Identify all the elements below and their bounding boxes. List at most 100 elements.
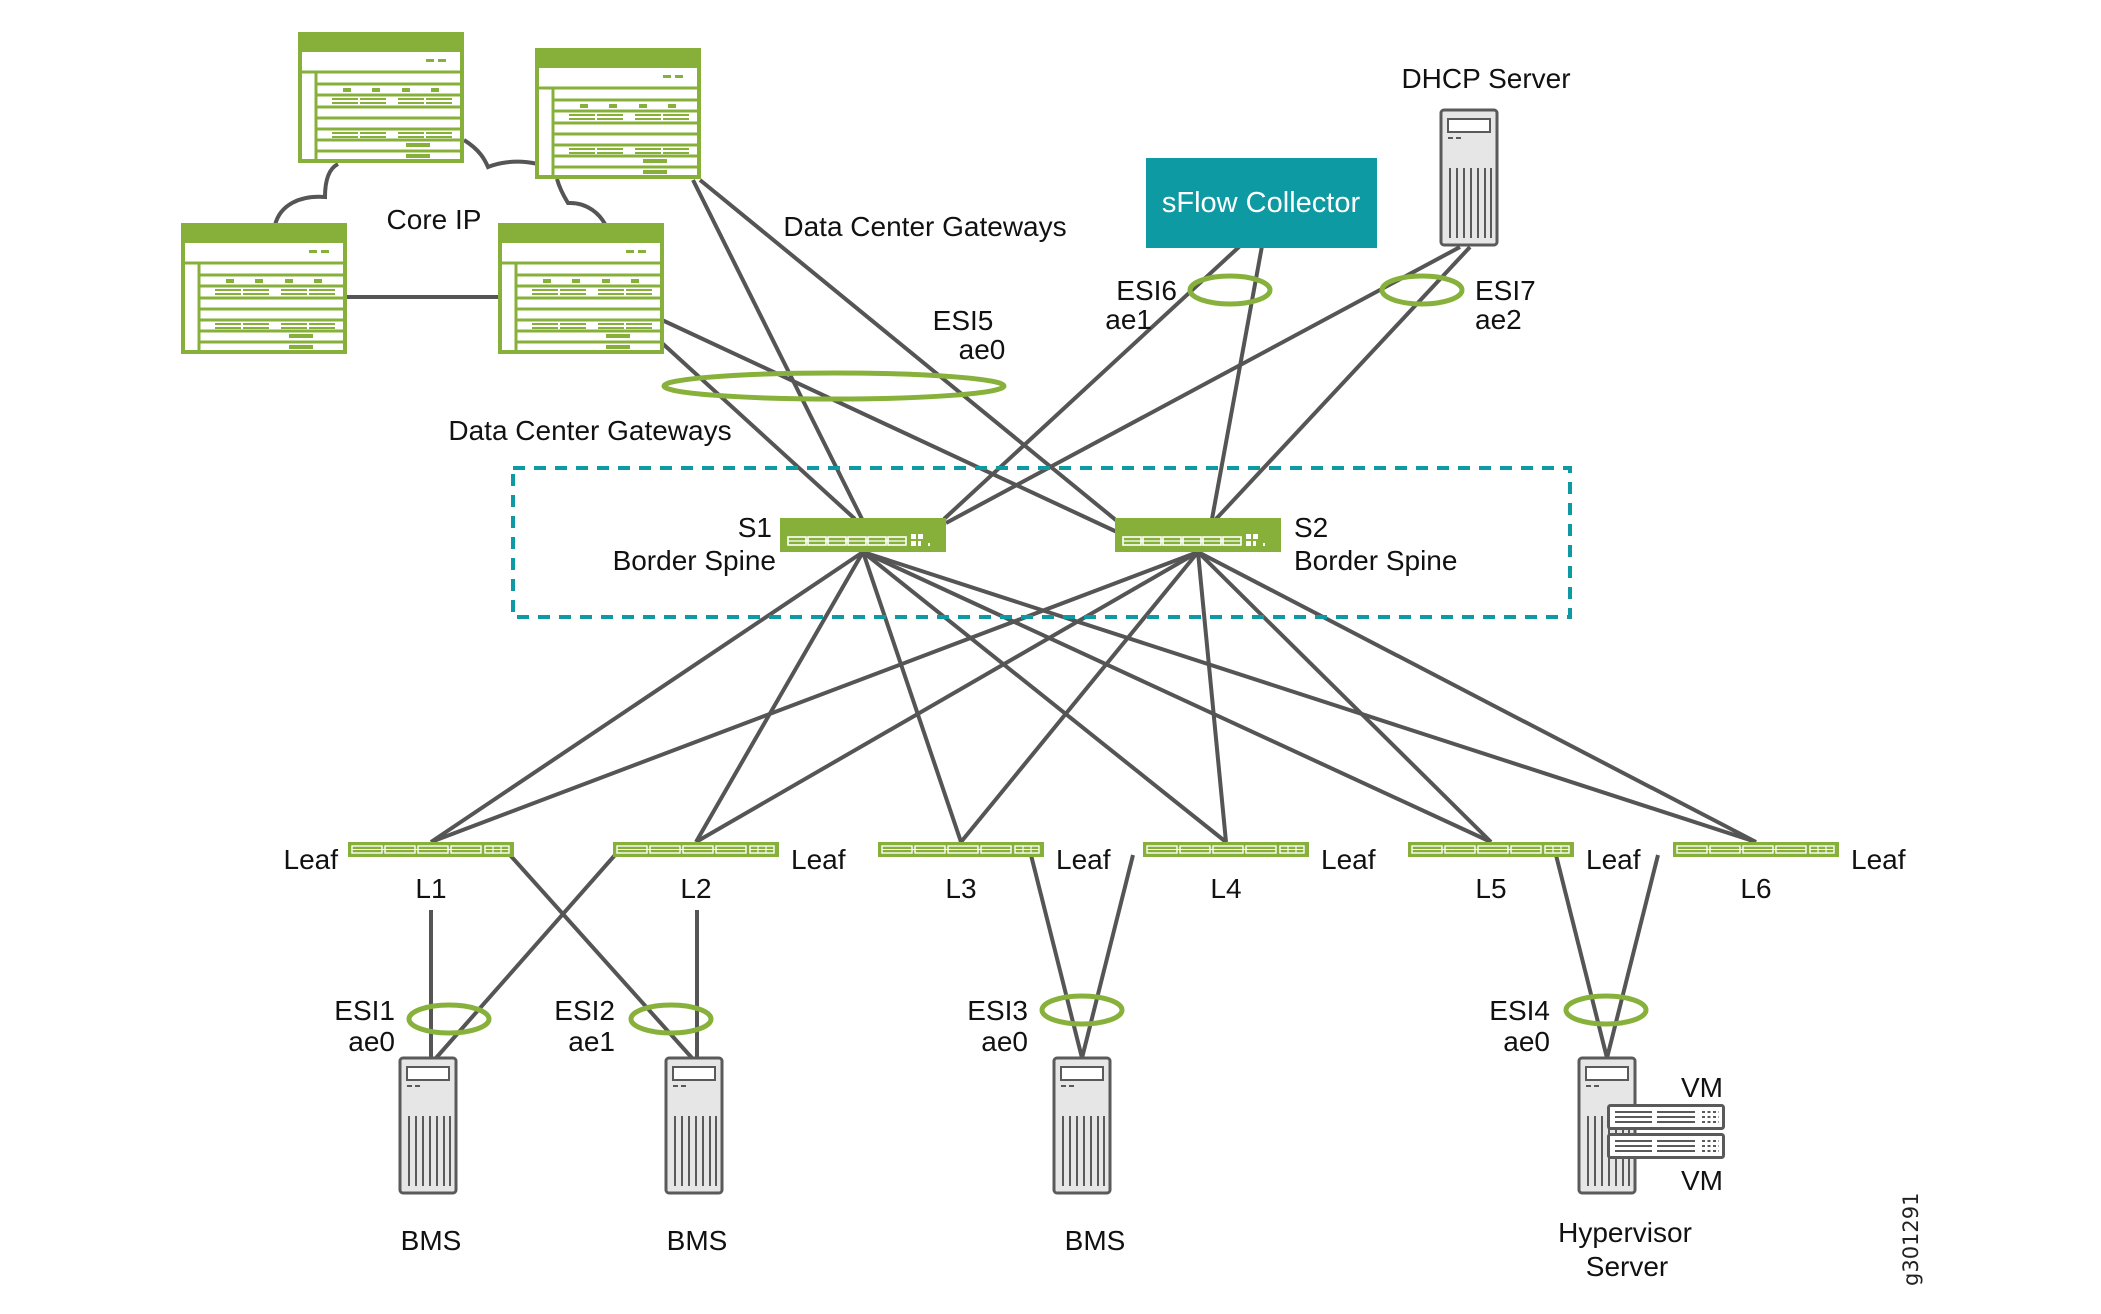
bms-server-3[interactable] xyxy=(1052,1056,1112,1195)
hypervisor-label-line2: Server xyxy=(1586,1251,1668,1282)
link-s2-l6 xyxy=(1197,550,1757,844)
bms-server-2-label: BMS xyxy=(667,1225,728,1256)
link-s2-l2 xyxy=(694,550,1200,844)
link-s2-l3 xyxy=(959,550,1200,844)
esi6-ring xyxy=(1187,273,1273,307)
leaf-l1-role: Leaf xyxy=(284,844,339,875)
dhcp-server-label: DHCP Server xyxy=(1401,63,1570,94)
sflow-collector[interactable]: sFlow Collector xyxy=(1146,158,1377,248)
dhcp-server[interactable] xyxy=(1439,108,1499,247)
esi1-name: ESI1 xyxy=(334,995,395,1026)
hypervisor-label-line1: Hypervisor xyxy=(1558,1217,1692,1248)
link-s1-l2 xyxy=(694,551,865,843)
leaf-l5-role: Leaf xyxy=(1586,844,1641,875)
vm-1[interactable] xyxy=(1607,1104,1725,1130)
esi4-name: ESI4 xyxy=(1489,995,1550,1026)
bms-server-2[interactable] xyxy=(664,1056,724,1195)
esi1-ring xyxy=(406,1002,492,1036)
spine-s1-id: S1 xyxy=(738,512,772,543)
leaf-l5-id: L5 xyxy=(1475,873,1506,904)
bms-server-1[interactable] xyxy=(398,1056,458,1195)
upper-links xyxy=(660,178,1472,534)
esi2-iface: ae1 xyxy=(568,1026,615,1057)
esi6-name: ESI6 xyxy=(1116,275,1177,306)
esi6-iface: ae1 xyxy=(1105,304,1152,335)
link-s2-l5 xyxy=(1196,550,1493,844)
dc-gateway-top[interactable] xyxy=(535,48,701,179)
esi5-ring xyxy=(661,370,1007,402)
link-dhcp-s1 xyxy=(945,245,1461,525)
leaf-l3-role: Leaf xyxy=(1056,844,1111,875)
esi5-iface: ae0 xyxy=(959,334,1006,365)
esi2-name: ESI2 xyxy=(554,995,615,1026)
leaf-l4[interactable] xyxy=(1142,841,1310,858)
leaf-l1[interactable] xyxy=(347,841,515,858)
leaf-l2[interactable] xyxy=(612,841,780,858)
esi3-name: ESI3 xyxy=(967,995,1028,1026)
leaf-l5[interactable] xyxy=(1407,841,1575,858)
esi1-iface: ae0 xyxy=(348,1026,395,1057)
link-sflow-s2 xyxy=(1210,245,1264,520)
link-gw4-s2 xyxy=(661,318,1118,534)
leaf-l6-id: L6 xyxy=(1740,873,1771,904)
link-l2-bms1 xyxy=(434,853,617,1060)
link-s1-l5 xyxy=(862,550,1492,844)
access-links xyxy=(429,853,1660,1060)
esi3-ring xyxy=(1039,993,1125,1027)
esi5-name: ESI5 xyxy=(933,305,994,336)
core-router-top[interactable] xyxy=(298,32,464,163)
spine-s2-role: Border Spine xyxy=(1294,545,1457,576)
vm-2[interactable] xyxy=(1607,1133,1725,1159)
link-gw4-s1 xyxy=(660,341,857,521)
link-l5-hyp xyxy=(1554,854,1609,1059)
figure-id: g301291 xyxy=(1899,1193,1923,1287)
link-s2-l1 xyxy=(430,550,1199,844)
leaf-l4-role: Leaf xyxy=(1321,844,1376,875)
leaf-l2-id: L2 xyxy=(680,873,711,904)
dc-gateways-label-top: Data Center Gateways xyxy=(783,211,1066,242)
esi3-iface: ae0 xyxy=(981,1026,1028,1057)
link-gw2-s1 xyxy=(691,179,864,520)
leaf-l2-role: Leaf xyxy=(791,844,846,875)
link-s1-l3 xyxy=(861,551,963,843)
esi7-ring xyxy=(1379,273,1465,307)
spine-s2[interactable] xyxy=(1114,517,1282,553)
link-dhcp-s2 xyxy=(1214,245,1472,521)
esi4-ring xyxy=(1563,993,1649,1027)
link-s1-l1 xyxy=(429,550,865,844)
link-l4-bms3 xyxy=(1080,854,1135,1059)
core-router-left[interactable] xyxy=(181,223,347,354)
leaf-l4-id: L4 xyxy=(1210,873,1241,904)
esi7-iface: ae2 xyxy=(1475,304,1522,335)
link-s1-l4 xyxy=(861,550,1228,844)
link-s2-l4 xyxy=(1196,551,1228,843)
link-gw2-s2 xyxy=(698,178,1130,532)
link-l3-bms3 xyxy=(1029,854,1084,1059)
leaf-l3[interactable] xyxy=(877,841,1045,858)
dc-gateway-bottom[interactable] xyxy=(498,223,664,354)
spine-s1-role: Border Spine xyxy=(613,545,776,576)
link-l1-bms2 xyxy=(508,853,694,1060)
vm-1-label: VM xyxy=(1681,1072,1723,1103)
esi2-ring xyxy=(628,1002,714,1036)
bms-server-1-label: BMS xyxy=(401,1225,462,1256)
link-s1-l6 xyxy=(862,550,1757,844)
vm-2-label: VM xyxy=(1681,1165,1723,1196)
leaf-l6[interactable] xyxy=(1672,841,1840,858)
sflow-collector-box[interactable] xyxy=(1146,158,1377,248)
border-spine-group xyxy=(511,466,1572,619)
spine-leaf-mesh xyxy=(429,550,1757,844)
sflow-collector-label: sFlow Collector xyxy=(1162,187,1361,219)
esi4-iface: ae0 xyxy=(1503,1026,1550,1057)
leaf-l3-id: L3 xyxy=(945,873,976,904)
link-l6-hyp xyxy=(1605,854,1660,1059)
esi7-name: ESI7 xyxy=(1475,275,1536,306)
dc-gateways-label-bottom: Data Center Gateways xyxy=(448,415,731,446)
core-ip-label: Core IP xyxy=(387,204,482,235)
leaf-l6-role: Leaf xyxy=(1851,844,1906,875)
spine-s2-id: S2 xyxy=(1294,512,1328,543)
bms-server-3-label: BMS xyxy=(1065,1225,1126,1256)
leaf-l1-id: L1 xyxy=(415,873,446,904)
spine-s1[interactable] xyxy=(779,517,947,553)
